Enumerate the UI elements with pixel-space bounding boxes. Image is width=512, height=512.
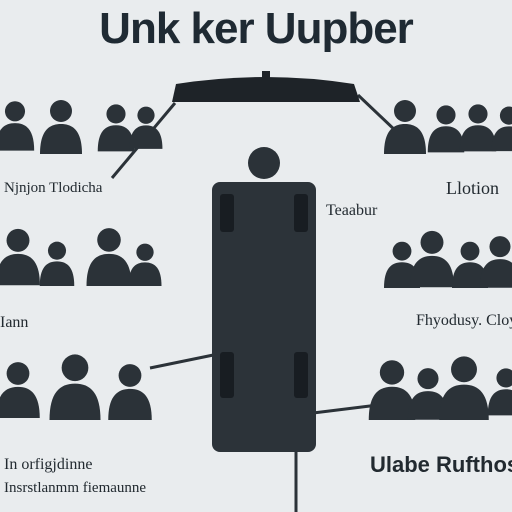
person-icon: [487, 368, 512, 416]
person-icon: [410, 230, 454, 288]
label-center: Teaabur: [326, 202, 378, 219]
label-left-bottom-2: Insrstlanmm fiemaunne: [4, 480, 147, 496]
diagram-title: Unk ker Uupber: [99, 4, 414, 53]
label-left-mid: Iann: [0, 314, 29, 331]
person-icon: [86, 228, 132, 286]
person-icon: [479, 236, 512, 288]
person-icon: [49, 354, 101, 420]
person-icon: [128, 243, 162, 286]
label-right-mid: Fhyodusy. Cloy: [416, 312, 512, 329]
label-right-top: Llotion: [446, 178, 499, 198]
person-icon: [129, 106, 163, 149]
person-icon: [427, 105, 465, 153]
person-icon: [0, 362, 40, 418]
podium: [212, 182, 316, 452]
person-icon: [459, 104, 497, 152]
label-left-top: Njnjon Tlodicha: [4, 180, 103, 196]
person-icon: [439, 356, 489, 420]
person-icon: [0, 228, 40, 286]
person-icon: [40, 100, 82, 154]
person-icon: [108, 364, 152, 420]
person-icon: [97, 104, 135, 152]
label-left-bottom-1: In orfigjdinne: [4, 456, 93, 473]
speaker-head: [248, 147, 280, 179]
head-arc: [172, 77, 360, 102]
arc-cap: [262, 71, 270, 79]
person-icon: [491, 106, 512, 152]
person-icon: [368, 360, 416, 420]
label-right-bottom: Ulabe Rufthos: [370, 452, 512, 477]
person-icon: [0, 101, 35, 151]
person-icon: [39, 241, 75, 286]
